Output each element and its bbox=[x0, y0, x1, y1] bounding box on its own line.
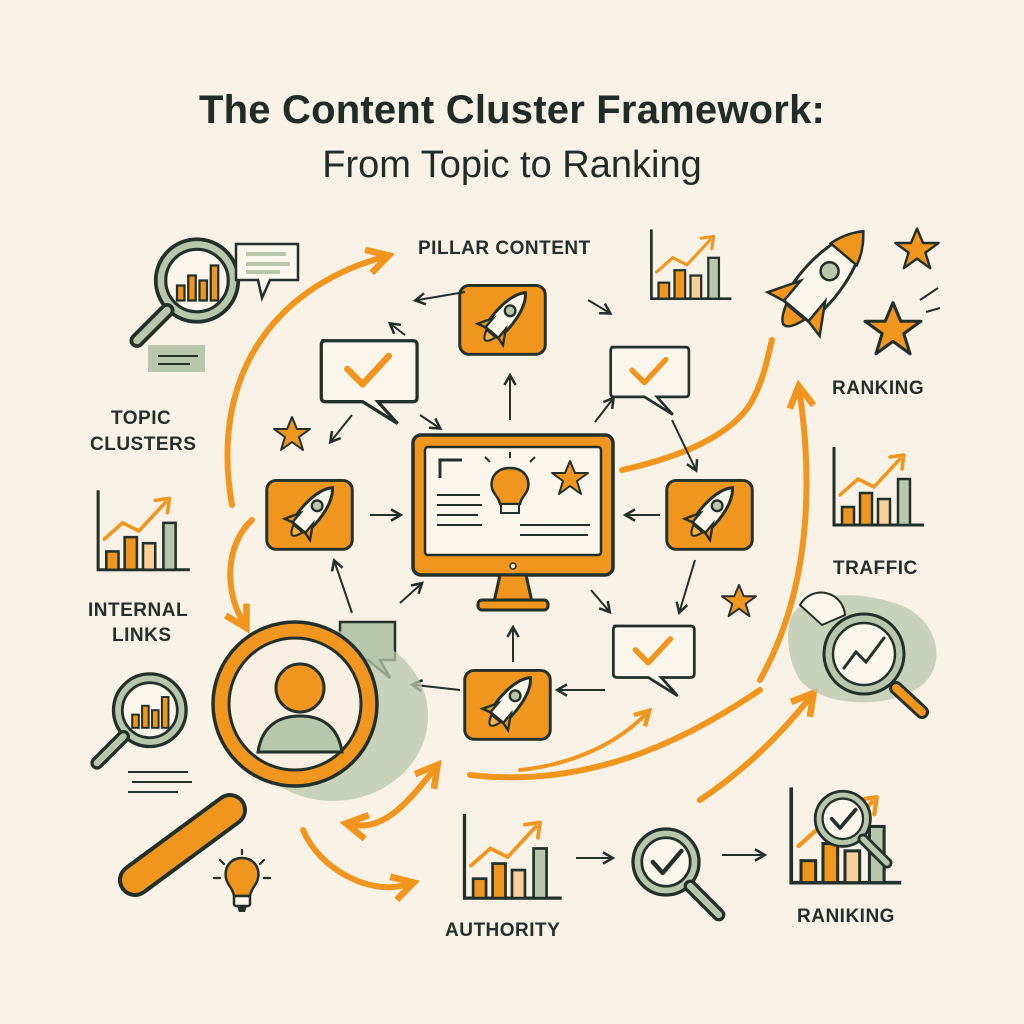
label-links: LINKS bbox=[112, 625, 172, 646]
magnifier-trend-icon bbox=[788, 591, 937, 719]
magnifier-chart-icon bbox=[97, 674, 186, 763]
rocket-icon bbox=[458, 280, 547, 356]
lightbulb-icon bbox=[212, 848, 272, 914]
connector-arrows bbox=[328, 291, 768, 865]
arc-topic-to-pillar-arrow bbox=[224, 258, 380, 508]
arc-to-rocket-arrow bbox=[619, 337, 775, 473]
speech-bubble-icon bbox=[148, 242, 300, 372]
check-bubble-icon bbox=[321, 341, 417, 424]
text-lines-icon bbox=[128, 771, 192, 793]
flow-arrows bbox=[227, 258, 808, 887]
arc-authority-arrow bbox=[300, 827, 405, 887]
label-clusters: CLUSTERS bbox=[90, 434, 197, 455]
arc-rise-arrow bbox=[697, 700, 808, 803]
label-authority: AUTHORITY bbox=[445, 920, 561, 941]
label-pillar-content: PILLAR CONTENT bbox=[418, 238, 591, 259]
arc-bottom-arrow bbox=[467, 687, 763, 781]
bar-chart-icon bbox=[462, 811, 564, 901]
label-traffic: TRAFFIC bbox=[833, 558, 918, 579]
label-raniking: RANIKING bbox=[797, 906, 895, 927]
arc-internal-links-arrow bbox=[230, 517, 255, 620]
rocket-icon bbox=[265, 475, 354, 551]
bar-chart-icon bbox=[96, 488, 192, 572]
magnifier-chart-icon bbox=[137, 239, 238, 340]
diagram-subtitle: From Topic to Ranking bbox=[322, 144, 702, 186]
diagram-title: The Content Cluster Framework: bbox=[198, 88, 826, 132]
magnifier-user-icon bbox=[118, 620, 428, 897]
rocket-icon bbox=[463, 665, 552, 741]
star-icon bbox=[863, 301, 923, 356]
star-icon bbox=[894, 227, 940, 270]
label-topic: TOPIC bbox=[111, 408, 172, 429]
arc-to-ranking-arrow bbox=[757, 395, 807, 683]
star-icon bbox=[273, 416, 311, 451]
ranking-chart-icon bbox=[791, 787, 901, 882]
check-bubble-icon bbox=[613, 626, 694, 696]
star-icon bbox=[720, 583, 758, 618]
magnifier-check-icon bbox=[633, 829, 719, 915]
monitor-lightbulb-icon bbox=[411, 433, 615, 612]
bar-chart-icon bbox=[649, 227, 734, 301]
arc-loop-arrow bbox=[355, 772, 432, 826]
label-ranking: RANKING bbox=[832, 378, 925, 399]
rocket-icon bbox=[665, 475, 754, 551]
label-internal: INTERNAL bbox=[88, 600, 189, 621]
arc-small-arrow bbox=[518, 715, 645, 772]
rocket-icon bbox=[764, 229, 865, 340]
bar-chart-icon bbox=[832, 445, 926, 527]
check-bubble-icon bbox=[611, 347, 689, 415]
